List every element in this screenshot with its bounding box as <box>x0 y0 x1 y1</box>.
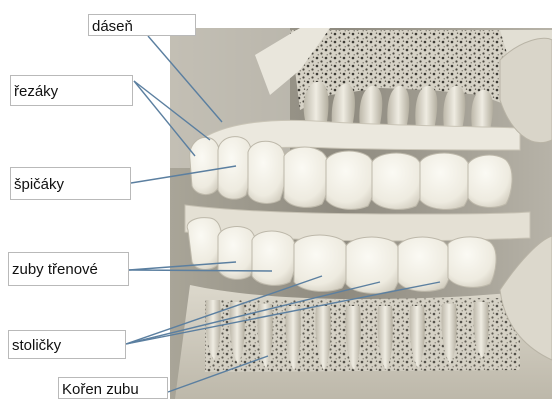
label-dasen: dáseň <box>88 14 196 36</box>
label-zuby-trenove-text: zuby třenové <box>12 261 98 278</box>
label-dasen-text: dáseň <box>92 18 133 35</box>
label-rezaky-text: řezáky <box>14 83 58 100</box>
label-koren-zubu-text: Kořen zubu <box>62 381 139 398</box>
label-stolicky: stoličky <box>8 330 126 359</box>
label-koren-zubu: Kořen zubu <box>58 377 168 399</box>
label-zuby-trenove: zuby třenové <box>8 252 129 286</box>
leader-line-treno-2 <box>129 270 272 271</box>
label-rezaky: řezáky <box>10 75 133 106</box>
label-spicaky: špičáky <box>10 167 131 200</box>
label-spicaky-text: špičáky <box>14 176 64 193</box>
label-stolicky-text: stoličky <box>12 337 61 354</box>
